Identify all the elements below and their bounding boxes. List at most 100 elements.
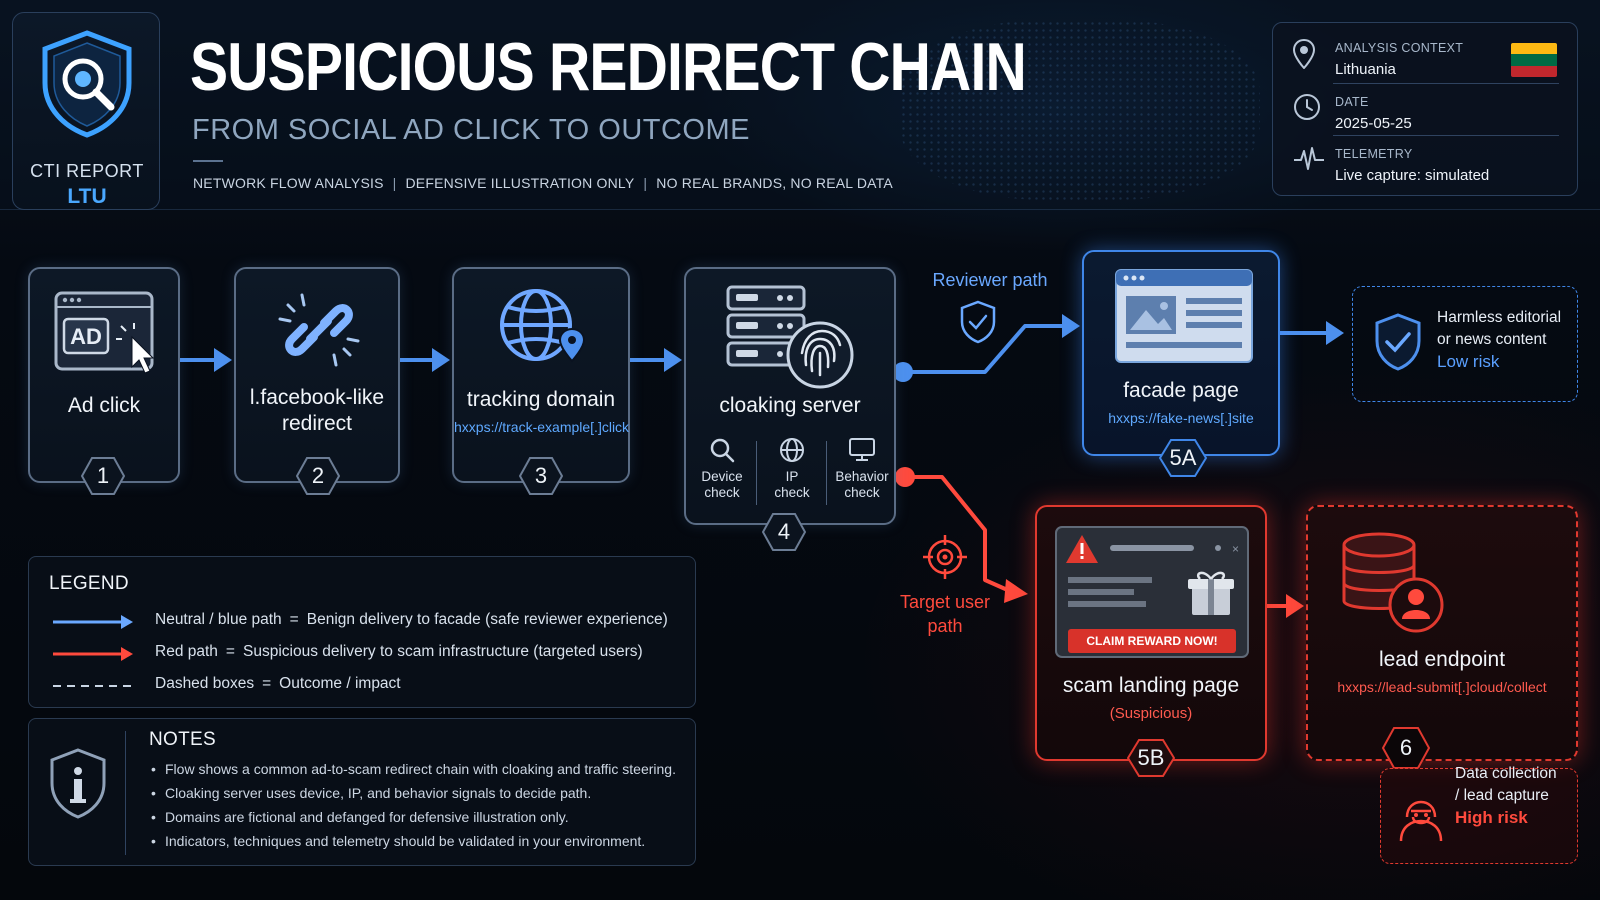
target-path-line	[895, 467, 1028, 603]
legend-row-blue-text: Neutral / blue path=Benign delivery to f…	[155, 611, 668, 629]
lithuania-flag	[1511, 43, 1557, 77]
logo-ltu-label: LTU	[67, 185, 107, 208]
outcome-benign: Harmless editorial or news content Low r…	[1352, 286, 1578, 402]
analysis-context-card: ANALYSIS CONTEXT Lithuania DATE 2025-05-…	[1272, 22, 1578, 196]
shield-check-icon	[1375, 313, 1421, 371]
shield-search-icon	[42, 30, 132, 138]
node-ad-click: AD Ad click	[28, 267, 180, 483]
check-ip-line2: check	[774, 485, 810, 500]
claim-reward-button[interactable]: CLAIM REWARD NOW!	[1086, 634, 1218, 648]
step-badge-1: 1	[81, 456, 125, 496]
step-badge-4-text: 4	[777, 519, 791, 544]
outcome-benign-text: Harmless editorial or news content Low r…	[1437, 307, 1561, 374]
legend-red-desc: Suspicious delivery to scam infrastructu…	[242, 643, 643, 660]
tag-no-real-data: NO REAL BRANDS, NO REAL DATA	[656, 175, 893, 191]
node-tracking-domain-label: tracking domain	[466, 388, 616, 411]
node-lead-endpoint: lead endpoint hxxps://lead-submit[.]clou…	[1306, 505, 1578, 761]
clock-icon	[1294, 94, 1320, 120]
notes-item: Cloaking server uses device, IP, and beh…	[151, 781, 676, 805]
legend-row-red-text: Red path = Suspicious delivery to scam inf…	[155, 643, 643, 661]
telemetry-label: TELEMETRY	[1335, 147, 1413, 161]
node-scam-landing-page: × CLAIM REWARD NOW! scam landing page (S…	[1035, 505, 1267, 761]
logo-cti-label: CTI REPORT	[30, 161, 144, 181]
tag-separator: |	[392, 175, 397, 191]
connector-3-4	[630, 348, 682, 372]
tag-separator: |	[643, 175, 648, 191]
svg-text:×: ×	[1232, 542, 1239, 556]
reviewer-path-label: Reviewer path	[932, 270, 1048, 290]
context-row-date: DATE 2025-05-25	[1273, 81, 1579, 133]
outcome-malicious-line1: Data collection	[1455, 765, 1557, 782]
connector-5b-6	[1267, 594, 1304, 618]
outcome-benign-line2: or news content	[1437, 331, 1547, 348]
flag-stripe-red	[1511, 65, 1557, 77]
ad-icon-text: AD	[70, 324, 102, 349]
node-tracking-domain-url: hxxps://track-example[.]click	[454, 419, 630, 435]
crosshair-icon	[923, 535, 967, 579]
legend-row-red: Red path = Suspicious delivery to scam inf…	[49, 641, 689, 665]
date-value: 2025-05-25	[1335, 115, 1412, 132]
outcome-benign-risk: Low risk	[1437, 352, 1500, 371]
outcome-malicious: Data collection / lead capture High risk	[1380, 765, 1578, 864]
globe-pin-icon	[500, 289, 586, 363]
node-facade-page-label: facade page	[1123, 379, 1239, 402]
page-subtitle: FROM SOCIAL AD CLICK TO OUTCOME	[192, 114, 750, 146]
analysis-context-label: ANALYSIS CONTEXT	[1335, 41, 1464, 55]
node-lead-endpoint-label: lead endpoint	[1378, 648, 1506, 671]
link-icon	[278, 293, 360, 367]
legend-blue-key: Neutral / blue path	[155, 611, 282, 628]
legend-row-dashed: Dashed boxes=Outcome / impact	[49, 673, 689, 697]
context-row-telemetry: TELEMETRY Live capture: simulated	[1273, 133, 1579, 185]
legend-dashed-key: Dashed boxes	[155, 675, 255, 692]
legend-dashed-desc: Outcome / impact	[279, 675, 401, 692]
flag-stripe-green	[1511, 54, 1557, 66]
flag-stripe-yellow	[1511, 43, 1557, 55]
info-shield-icon	[50, 748, 106, 819]
legend-equals: =	[225, 643, 235, 660]
tag-defensive: DEFENSIVE ILLUSTRATION ONLY	[405, 175, 635, 191]
target-path-line2: path	[927, 616, 963, 636]
context-divider	[1333, 83, 1559, 84]
check-device-line2: check	[704, 485, 740, 500]
subtitle-rule	[193, 160, 223, 162]
step-badge-3-text: 3	[534, 463, 548, 488]
legend-row-blue: Neutral / blue path=Benign delivery to f…	[49, 609, 689, 633]
node-facade-page: facade page hxxps://fake-news[.]site	[1082, 250, 1280, 456]
dashed-line-swatch	[53, 685, 131, 687]
ad-screen-icon: AD	[54, 291, 155, 374]
node-tracking-domain: tracking domain hxxps://track-example[.]…	[452, 267, 630, 483]
notes-item: Domains are fictional and defanged for d…	[151, 805, 676, 829]
check-behavior-line2: check	[844, 485, 880, 500]
connector-1-2	[180, 348, 232, 372]
notes-item: Indicators, techniques and telemetry sho…	[151, 829, 676, 853]
monitor-icon	[849, 438, 875, 461]
blue-arrow-swatch	[53, 615, 133, 629]
analysis-context-value: Lithuania	[1335, 61, 1396, 78]
step-badge-6: 6	[1382, 726, 1430, 770]
connector-2-3	[400, 348, 450, 372]
notes-panel: NOTES Flow shows a common ad-to-scam red…	[28, 718, 696, 866]
step-badge-3: 3	[519, 456, 563, 496]
notes-item: Flow shows a common ad-to-scam redirect …	[151, 757, 676, 781]
check-behavior-line1: Behavior	[835, 469, 889, 484]
shield-check-icon	[960, 300, 996, 344]
connector-5a-outcome	[1280, 321, 1344, 345]
node-scam-landing-page-label: scam landing page	[1062, 674, 1240, 697]
node-ad-click-label: Ad click	[67, 394, 141, 417]
node-cloaking-server-label: cloaking server	[719, 394, 861, 417]
step-badge-5a-text: 5A	[1169, 445, 1197, 470]
legend-title: LEGEND	[49, 573, 129, 594]
check-divider	[756, 441, 757, 505]
hacker-icon	[1399, 800, 1443, 842]
step-badge-2: 2	[296, 456, 340, 496]
tagline: NETWORK FLOW ANALYSIS|DEFENSIVE ILLUSTRA…	[193, 175, 893, 191]
step-badge-4: 4	[762, 512, 806, 552]
legend-red-key: Red path	[155, 643, 218, 660]
world-dot-map	[900, 20, 1260, 200]
step-badge-2-text: 2	[311, 463, 325, 488]
